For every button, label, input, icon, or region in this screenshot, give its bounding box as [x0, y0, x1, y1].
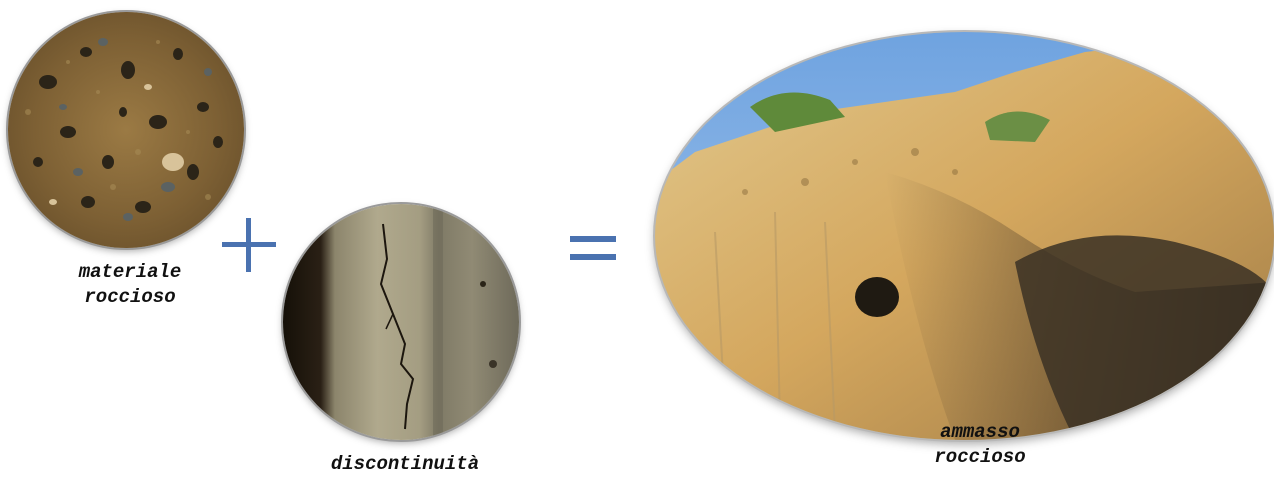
material-label: materiale roccioso	[50, 260, 210, 310]
discontinuity-photo	[283, 204, 519, 440]
rock-mass-label: ammasso roccioso	[860, 420, 1100, 470]
plus-icon	[220, 216, 278, 274]
rock-mass-label-line1: ammasso	[860, 420, 1100, 445]
rock-mass-photo	[655, 32, 1274, 440]
rock-mass-label-line2: roccioso	[860, 445, 1100, 470]
equals-icon	[568, 232, 618, 266]
discontinuity-label: discontinuità	[290, 452, 520, 477]
material-label-line2: roccioso	[50, 285, 210, 310]
material-label-line1: materiale	[50, 260, 210, 285]
rock-material-photo	[8, 12, 244, 248]
